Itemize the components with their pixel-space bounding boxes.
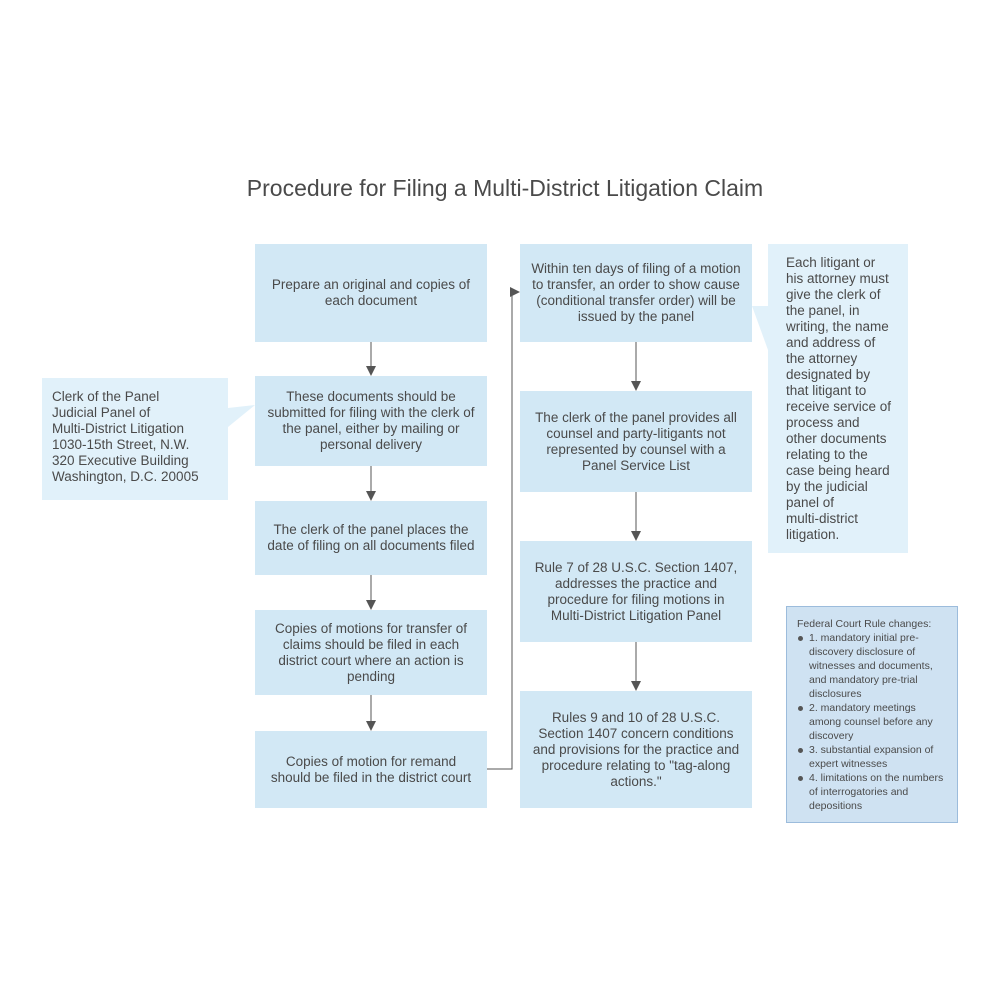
note-line: panel of xyxy=(786,495,835,510)
step-rule-7: Rule 7 of 28 U.S.C. Section 1407, addres… xyxy=(520,541,752,642)
note-line: multi-district xyxy=(786,511,859,526)
address-line: 1030-15th Street, N.W. xyxy=(52,437,190,452)
step-conditional-transfer-order-text: Within ten days of filing of a motion to… xyxy=(531,261,741,324)
rule-change-item: 4. limitations on the numbers of interro… xyxy=(797,771,947,813)
step-rules-9-and-10-text: Rules 9 and 10 of 28 U.S.C. Section 1407… xyxy=(532,709,740,789)
step-panel-service-list: The clerk of the panel provides all coun… xyxy=(520,391,752,492)
step-submit-for-filing: These documents should be submitted for … xyxy=(255,376,487,466)
address-line: Clerk of the Panel xyxy=(52,389,160,404)
clerk-address-callout: Clerk of the Panel Judicial Panel of Mul… xyxy=(42,378,228,500)
note-line: and address of xyxy=(786,335,876,350)
step-motions-for-transfer: Copies of motions for transfer of claims… xyxy=(255,610,487,695)
note-line: litigation. xyxy=(786,527,840,542)
step-submit-for-filing-text: These documents should be submitted for … xyxy=(267,389,475,452)
rule-changes-panel: Federal Court Rule changes: 1. mandatory… xyxy=(786,606,958,823)
step-motion-for-remand-text: Copies of motion for remand should be fi… xyxy=(270,753,472,785)
note-line: the panel, in xyxy=(786,303,860,318)
step-motions-for-transfer-text: Copies of motions for transfer of claims… xyxy=(274,620,468,684)
note-line: process and xyxy=(786,415,860,430)
note-line: that litigant to xyxy=(786,383,867,398)
rule-changes-list: 1. mandatory initial pre-discovery discl… xyxy=(797,631,947,813)
note-line: the attorney xyxy=(786,351,858,366)
rule-changes-heading: Federal Court Rule changes: xyxy=(797,618,932,630)
litigant-callout-pointer xyxy=(752,306,768,350)
rule-change-item: 1. mandatory initial pre-discovery discl… xyxy=(797,631,947,701)
step-prepare-documents-text: Prepare an original and copies of each d… xyxy=(271,277,471,308)
step-rules-9-and-10: Rules 9 and 10 of 28 U.S.C. Section 1407… xyxy=(520,691,752,808)
rule-change-item: 3. substantial expansion of expert witne… xyxy=(797,743,947,771)
address-line: Washington, D.C. 20005 xyxy=(52,469,199,484)
note-line: his attorney must xyxy=(786,271,889,286)
note-line: case being heard xyxy=(786,463,890,478)
address-line: Multi-District Litigation xyxy=(52,421,185,436)
step-motion-for-remand: Copies of motion for remand should be fi… xyxy=(255,731,487,808)
note-line: give the clerk of xyxy=(786,287,881,302)
note-line: other documents xyxy=(786,431,887,446)
note-line: designated by xyxy=(786,367,871,382)
step-rule-7-text: Rule 7 of 28 U.S.C. Section 1407, addres… xyxy=(534,559,738,623)
step-prepare-documents: Prepare an original and copies of each d… xyxy=(255,244,487,342)
note-line: relating to the xyxy=(786,447,868,462)
clerk-callout-pointer xyxy=(228,405,255,427)
litigant-note-callout: Each litigant or his attorney must give … xyxy=(768,244,908,553)
diagram-title: Procedure for Filing a Multi-District Li… xyxy=(246,175,764,201)
step-panel-service-list-text: The clerk of the panel provides all coun… xyxy=(535,409,737,473)
step-conditional-transfer-order: Within ten days of filing of a motion to… xyxy=(520,244,752,342)
note-line: receive service of xyxy=(786,399,892,414)
address-line: 320 Executive Building xyxy=(52,453,189,468)
note-line: writing, the name xyxy=(786,319,889,334)
rule-change-item: 2. mandatory meetings among counsel befo… xyxy=(797,701,947,743)
address-line: Judicial Panel of xyxy=(52,405,151,420)
step-date-of-filing: The clerk of the panel places the date o… xyxy=(255,501,487,575)
arrow-left-to-right-column xyxy=(487,287,520,770)
note-line: Each litigant or xyxy=(786,255,876,270)
step-date-of-filing-text: The clerk of the panel places the date o… xyxy=(267,522,475,553)
note-line: by the judicial xyxy=(786,479,868,494)
